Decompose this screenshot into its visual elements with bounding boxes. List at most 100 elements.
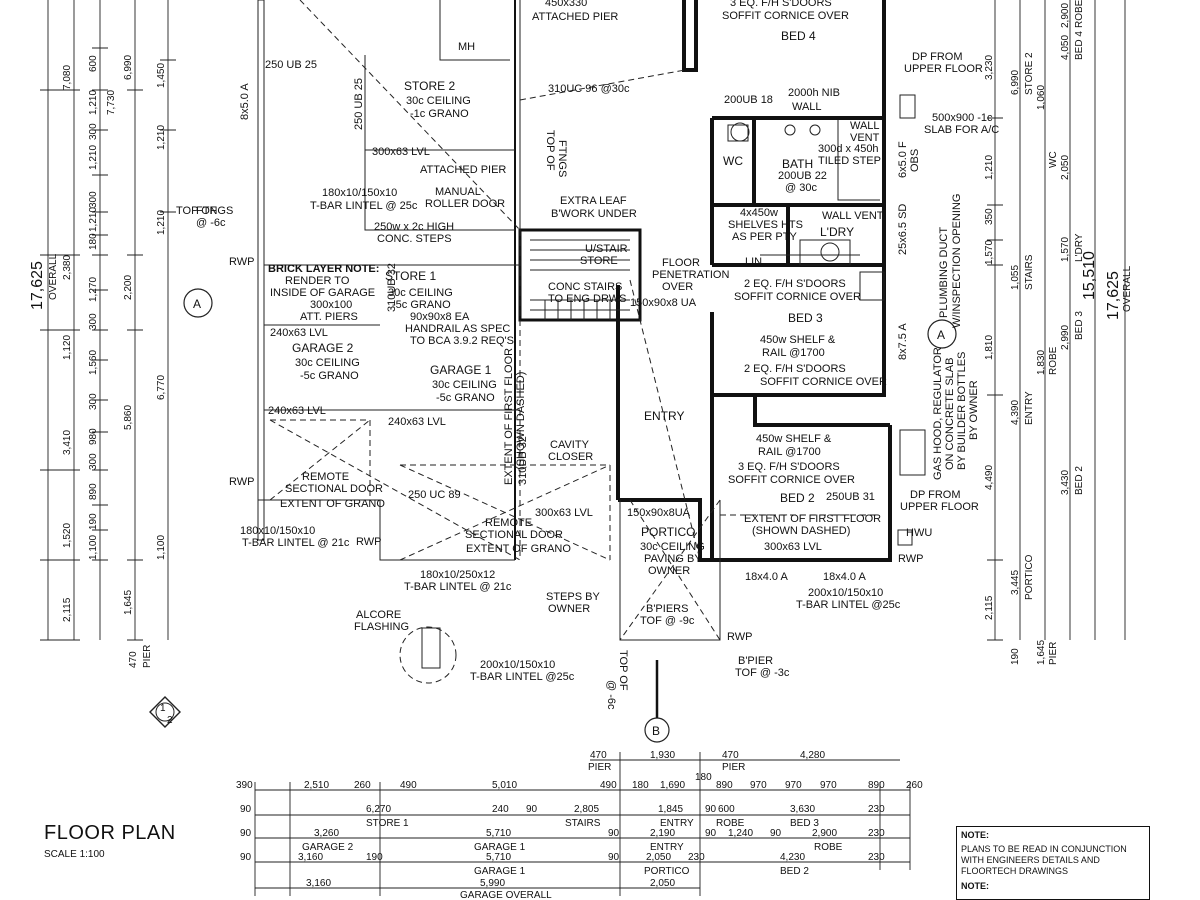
note-handrail-2: HANDRAIL AS SPEC — [405, 323, 510, 335]
left-dimensions: 17,625 OVERALL 7,080 2,380 1,120 3,410 1… — [29, 55, 167, 668]
note-tbar-b2: T-BAR LINTEL @ 21c — [242, 537, 350, 549]
right-r2-9: PIER — [1048, 642, 1059, 665]
bot-r4-9: 4,230 — [780, 852, 805, 863]
note-lvl-b: 240x63 LVL — [270, 327, 328, 339]
note-wall-vent-b: WALL VENT — [822, 210, 884, 222]
bot-r2-7: 1,845 — [658, 804, 683, 815]
right-r1-0: 3,230 — [984, 55, 995, 80]
section-marker-b[interactable]: B — [644, 660, 670, 743]
right-r3-1: ROBE — [1074, 0, 1085, 28]
section-a-right-label: A — [937, 328, 945, 342]
note-rwp-5: RWP — [898, 553, 923, 565]
bot-r3-11: 2,900 — [812, 828, 837, 839]
note2-title: NOTE: — [961, 881, 989, 891]
bot-r4-2: 190 — [366, 852, 383, 863]
note-dp-upper-2: UPPER FLOOR — [904, 63, 983, 75]
note-dp-upper-4: UPPER FLOOR — [900, 501, 979, 513]
note-top-ftngs-mid-1: TOP OF — [544, 130, 556, 171]
right-r3-8: L'DRY — [1074, 233, 1085, 262]
note-tbar-d1: 200x10/150x10 — [480, 659, 555, 671]
left-c3-6: 1,645 — [123, 590, 134, 615]
bot-r1-0: 390 — [236, 780, 253, 791]
note-cavity-1: CAVITY — [550, 439, 590, 451]
bot-r4-10: BED 2 — [780, 866, 809, 877]
bottom-dimension-lines — [254, 752, 911, 896]
note-ub32: 310UB 32 — [386, 263, 398, 312]
note-a8: 8x5.0 A — [239, 83, 251, 120]
right-r3-13: 3,430 — [1060, 470, 1071, 495]
right-overall-value: 17,625 — [1105, 271, 1122, 320]
note-handrail-1: 90x90x8 EA — [410, 311, 470, 323]
left-c2-1: 1,210 — [88, 90, 99, 115]
bot-r2-3: 240 — [492, 804, 509, 815]
note-garage1-grano: -5c GRANO — [436, 392, 495, 404]
right-r2-5: ENTRY — [1024, 391, 1035, 425]
note-uc96: 310UC 96 @30c — [548, 83, 630, 95]
section-marker-a-right[interactable]: A — [927, 319, 957, 349]
note-title: NOTE: — [961, 830, 989, 840]
note-slab-ac-2: SLAB FOR A/C — [924, 124, 999, 136]
bot-r5-1: 5,990 — [480, 878, 505, 889]
note-nib-2: WALL — [792, 101, 822, 113]
room-wc: WC — [723, 154, 743, 168]
bot-r0-1: PIER — [588, 762, 611, 773]
left-c2-8: 300 — [88, 313, 99, 330]
note-tiled-1: 300d x 450h — [818, 143, 879, 155]
note-lvl-a: 300x63 LVL — [372, 146, 430, 158]
note-bed2-soffit-1: 3 EQ. F/H S'DOORS — [738, 461, 840, 473]
bot-r1-13: 890 — [868, 780, 885, 791]
note-a6b: OBS — [909, 149, 921, 172]
note-tbar-c1: 180x10/250x12 — [420, 569, 495, 581]
note-rsd-a2: SECTIONAL DOOR — [285, 483, 383, 495]
note-steps-1: STEPS BY — [546, 591, 600, 603]
left-c2-7: 1,270 — [88, 277, 99, 302]
right-r3-3: BED 4 — [1074, 31, 1085, 60]
room-labels: BED 4 WC BATH L'DRY LIN BED 3 BED 2 STOR… — [292, 29, 854, 539]
note-lvl-e: 300x63 LVL — [535, 507, 593, 519]
left-c2-12: 300 — [88, 453, 99, 470]
room-store2: STORE 2 — [404, 79, 455, 93]
bot-r3-9: 1,240 — [728, 828, 753, 839]
note-rwp-4: RWP — [727, 631, 752, 643]
note-soffit-top-1: 3 EQ. F/H S'DOORS — [730, 0, 832, 9]
left-c3-4: 5,860 — [123, 405, 134, 430]
note-extra-leaf-2: B'WORK UNDER — [551, 208, 637, 220]
note-wall-vent-2: VENT — [850, 132, 880, 144]
right-r3-14: BED 2 — [1074, 466, 1085, 495]
room-bed4: BED 4 — [781, 29, 816, 43]
right-r3-2: 4,050 — [1060, 35, 1071, 60]
bot-r2-2: STORE 1 — [366, 818, 409, 829]
note-bed2-ff-2: (SHOWN DASHED) — [752, 525, 850, 537]
note-portico-paving: PAVING BY — [644, 553, 702, 565]
note-gas-1: GAS HOOD, REGULATOR — [932, 347, 944, 480]
note-ub25-a: 250 UB 25 — [265, 59, 317, 71]
note-gas-2: ON CONCRETE SLAB — [944, 358, 956, 470]
note-shelves-2: SHELVES HTS — [728, 219, 803, 231]
bot-r3-8: 90 — [705, 828, 717, 839]
note-wall-vent-1: WALL — [850, 120, 880, 132]
detail-marker[interactable]: 1 2 — [149, 696, 181, 728]
section-marker-a-left[interactable]: A — [183, 288, 213, 318]
note-gas-3: BY BUILDER BOTTLES — [956, 352, 968, 470]
bot-r1-2: 260 — [354, 780, 371, 791]
note-first-floor-1: EXTENT OF FIRST FLOOR — [503, 348, 515, 485]
left-overall-value: 17,625 — [29, 261, 46, 310]
left-overall-label: OVERALL — [48, 253, 59, 300]
bot-r3-0: 90 — [240, 828, 252, 839]
bot-r2-4: 90 — [526, 804, 538, 815]
left-c1-5: 2,115 — [62, 597, 73, 622]
note-soffit-top-2: SOFFIT CORNICE OVER — [722, 10, 849, 22]
bot-r1-5: 490 — [600, 780, 617, 791]
note-garage2-ceiling: 30c CEILING — [295, 357, 360, 369]
note-tbar-a2: T-BAR LINTEL @ 25c — [310, 200, 418, 212]
right-r2-1: STORE 2 — [1024, 52, 1035, 95]
bot-r1-10: 970 — [750, 780, 767, 791]
note-manual-2: ROLLER DOOR — [425, 198, 505, 210]
note-ub22-1: 200UB 22 — [778, 170, 827, 182]
bot-r4-8: 230 — [688, 852, 705, 863]
room-lin: LIN — [745, 256, 762, 268]
note-bed3-soffit-1: 2 EQ. F/H S'DOORS — [744, 278, 846, 290]
right-overall-label: OVERALL — [1122, 265, 1133, 312]
note-conc-stairs-2: TO ENG DRWS — [548, 293, 626, 305]
room-bath: BATH — [782, 157, 813, 171]
